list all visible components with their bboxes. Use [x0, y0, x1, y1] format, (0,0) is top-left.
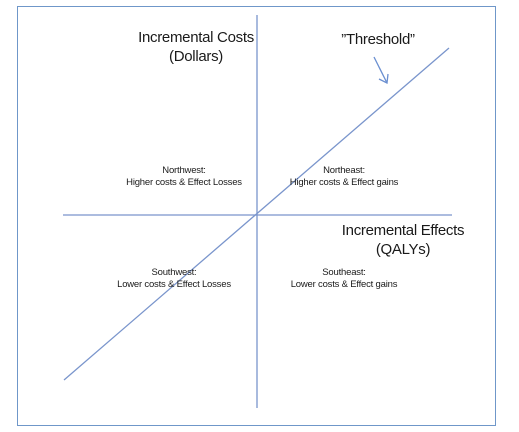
y-axis-title-line2: (Dollars)	[169, 48, 223, 65]
threshold-arrow-head	[378, 73, 389, 84]
cost-effectiveness-plane	[63, 15, 452, 408]
quadrant-southwest-desc: Lower costs & Effect Losses	[117, 279, 231, 290]
quadrant-southwest: Southwest: Lower costs & Effect Losses	[94, 267, 254, 291]
quadrant-southeast-name: Southeast:	[322, 267, 366, 278]
quadrant-northwest: Northwest: Higher costs & Effect Losses	[104, 165, 264, 189]
quadrant-southeast: Southeast: Lower costs & Effect gains	[264, 267, 424, 291]
diagram-frame: Incremental Costs (Dollars) ”Threshold” …	[17, 6, 496, 426]
quadrant-northeast-desc: Higher costs & Effect gains	[289, 177, 399, 188]
threshold-arrow-shaft	[373, 56, 388, 84]
quadrant-northwest-desc: Higher costs & Effect Losses	[126, 177, 242, 188]
quadrant-northeast-name: Northeast:	[323, 165, 365, 176]
y-axis-title-line1: Incremental Costs	[138, 29, 254, 46]
x-axis-title: Incremental Effects (QALYs)	[323, 221, 483, 259]
y-axis-title: Incremental Costs (Dollars)	[126, 28, 266, 66]
threshold-label: ”Threshold”	[341, 31, 415, 48]
x-axis-title-line1: Incremental Effects	[341, 222, 465, 239]
threshold-line	[63, 47, 450, 381]
quadrant-southwest-name: Southwest:	[151, 267, 197, 278]
x-axis-title-line2: (QALYs)	[375, 241, 431, 258]
quadrant-southeast-desc: Lower costs & Effect gains	[290, 279, 398, 290]
quadrant-northwest-name: Northwest:	[162, 165, 206, 176]
quadrant-northeast: Northeast: Higher costs & Effect gains	[264, 165, 424, 189]
